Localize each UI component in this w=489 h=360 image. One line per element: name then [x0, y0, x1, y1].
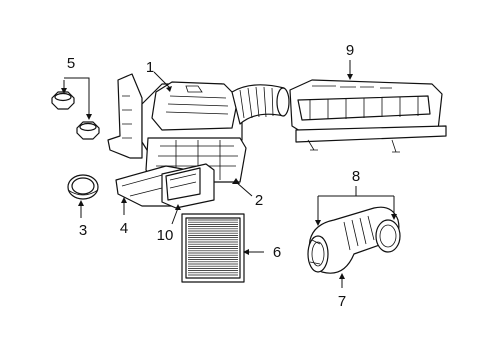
callout-5: 5: [67, 55, 75, 72]
part-5-nuts: [51, 91, 100, 140]
part-3-seal: [67, 174, 99, 200]
callout-2: 2: [255, 192, 263, 209]
callout-9: 9: [346, 42, 354, 59]
callout-8-leader: [315, 186, 397, 226]
callout-4: 4: [120, 220, 128, 237]
callout-6: 6: [273, 244, 281, 261]
part-10-inlet-duct: [161, 163, 215, 209]
part-9-resonator: [289, 79, 447, 153]
callout-1: 1: [146, 59, 154, 76]
callout-10: 10: [157, 227, 174, 244]
part-7-8-hose: [307, 206, 401, 274]
callout-1-leader: [153, 71, 171, 89]
callout-2-leader: [235, 181, 253, 197]
callout-8: 8: [352, 168, 360, 185]
callout-7: 7: [338, 293, 346, 310]
callout-10-leader: [171, 207, 179, 225]
part-6-air-filter: [181, 213, 245, 283]
callout-3: 3: [79, 222, 87, 239]
callout-5-leader: [61, 77, 92, 120]
